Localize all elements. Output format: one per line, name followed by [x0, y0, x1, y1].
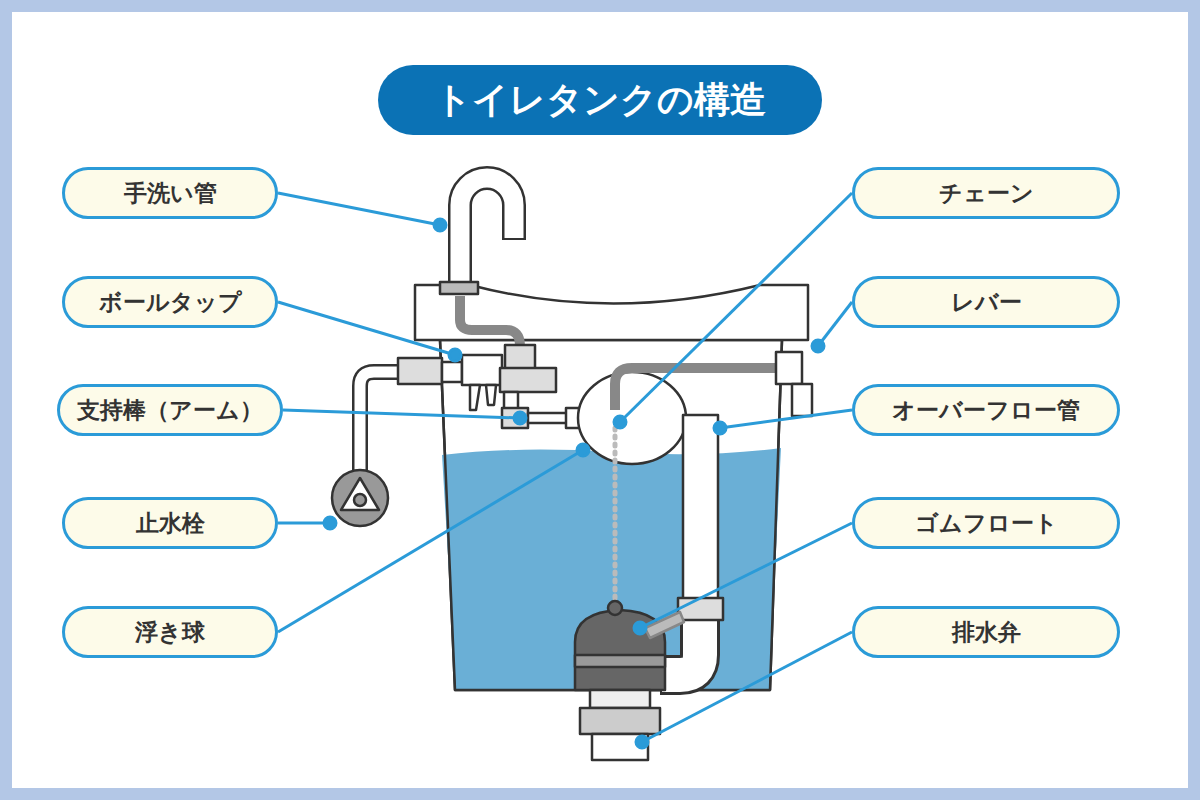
title-text: トイレタンクの構造	[435, 76, 766, 125]
part-name: 浮き球	[135, 617, 205, 648]
part-name: チェーン	[939, 178, 1034, 209]
label-pill: オーバーフロー管	[852, 384, 1120, 436]
part-name: ボールタップ	[99, 287, 242, 318]
part-name: 支持棒（アーム）	[77, 395, 263, 426]
label-pill: 止水栓	[62, 497, 278, 549]
label-pill: ゴムフロート	[852, 497, 1120, 549]
part-name: 止水栓	[136, 508, 205, 539]
label-pill: チェーン	[852, 167, 1120, 219]
label-pill: 排水弁	[852, 606, 1120, 658]
label-pill: ボールタップ	[62, 276, 278, 328]
label-pill: 手洗い管	[62, 167, 278, 219]
label-pill: 支持棒（アーム）	[57, 384, 283, 436]
part-name: ゴムフロート	[915, 508, 1058, 539]
part-name: 手洗い管	[124, 178, 217, 209]
label-pill: レバー	[852, 276, 1120, 328]
title-pill: トイレタンクの構造	[378, 65, 822, 135]
part-name: オーバーフロー管	[892, 395, 1080, 426]
part-name: 排水弁	[952, 617, 1021, 648]
part-name: レバー	[951, 287, 1022, 318]
label-pill: 浮き球	[62, 606, 278, 658]
